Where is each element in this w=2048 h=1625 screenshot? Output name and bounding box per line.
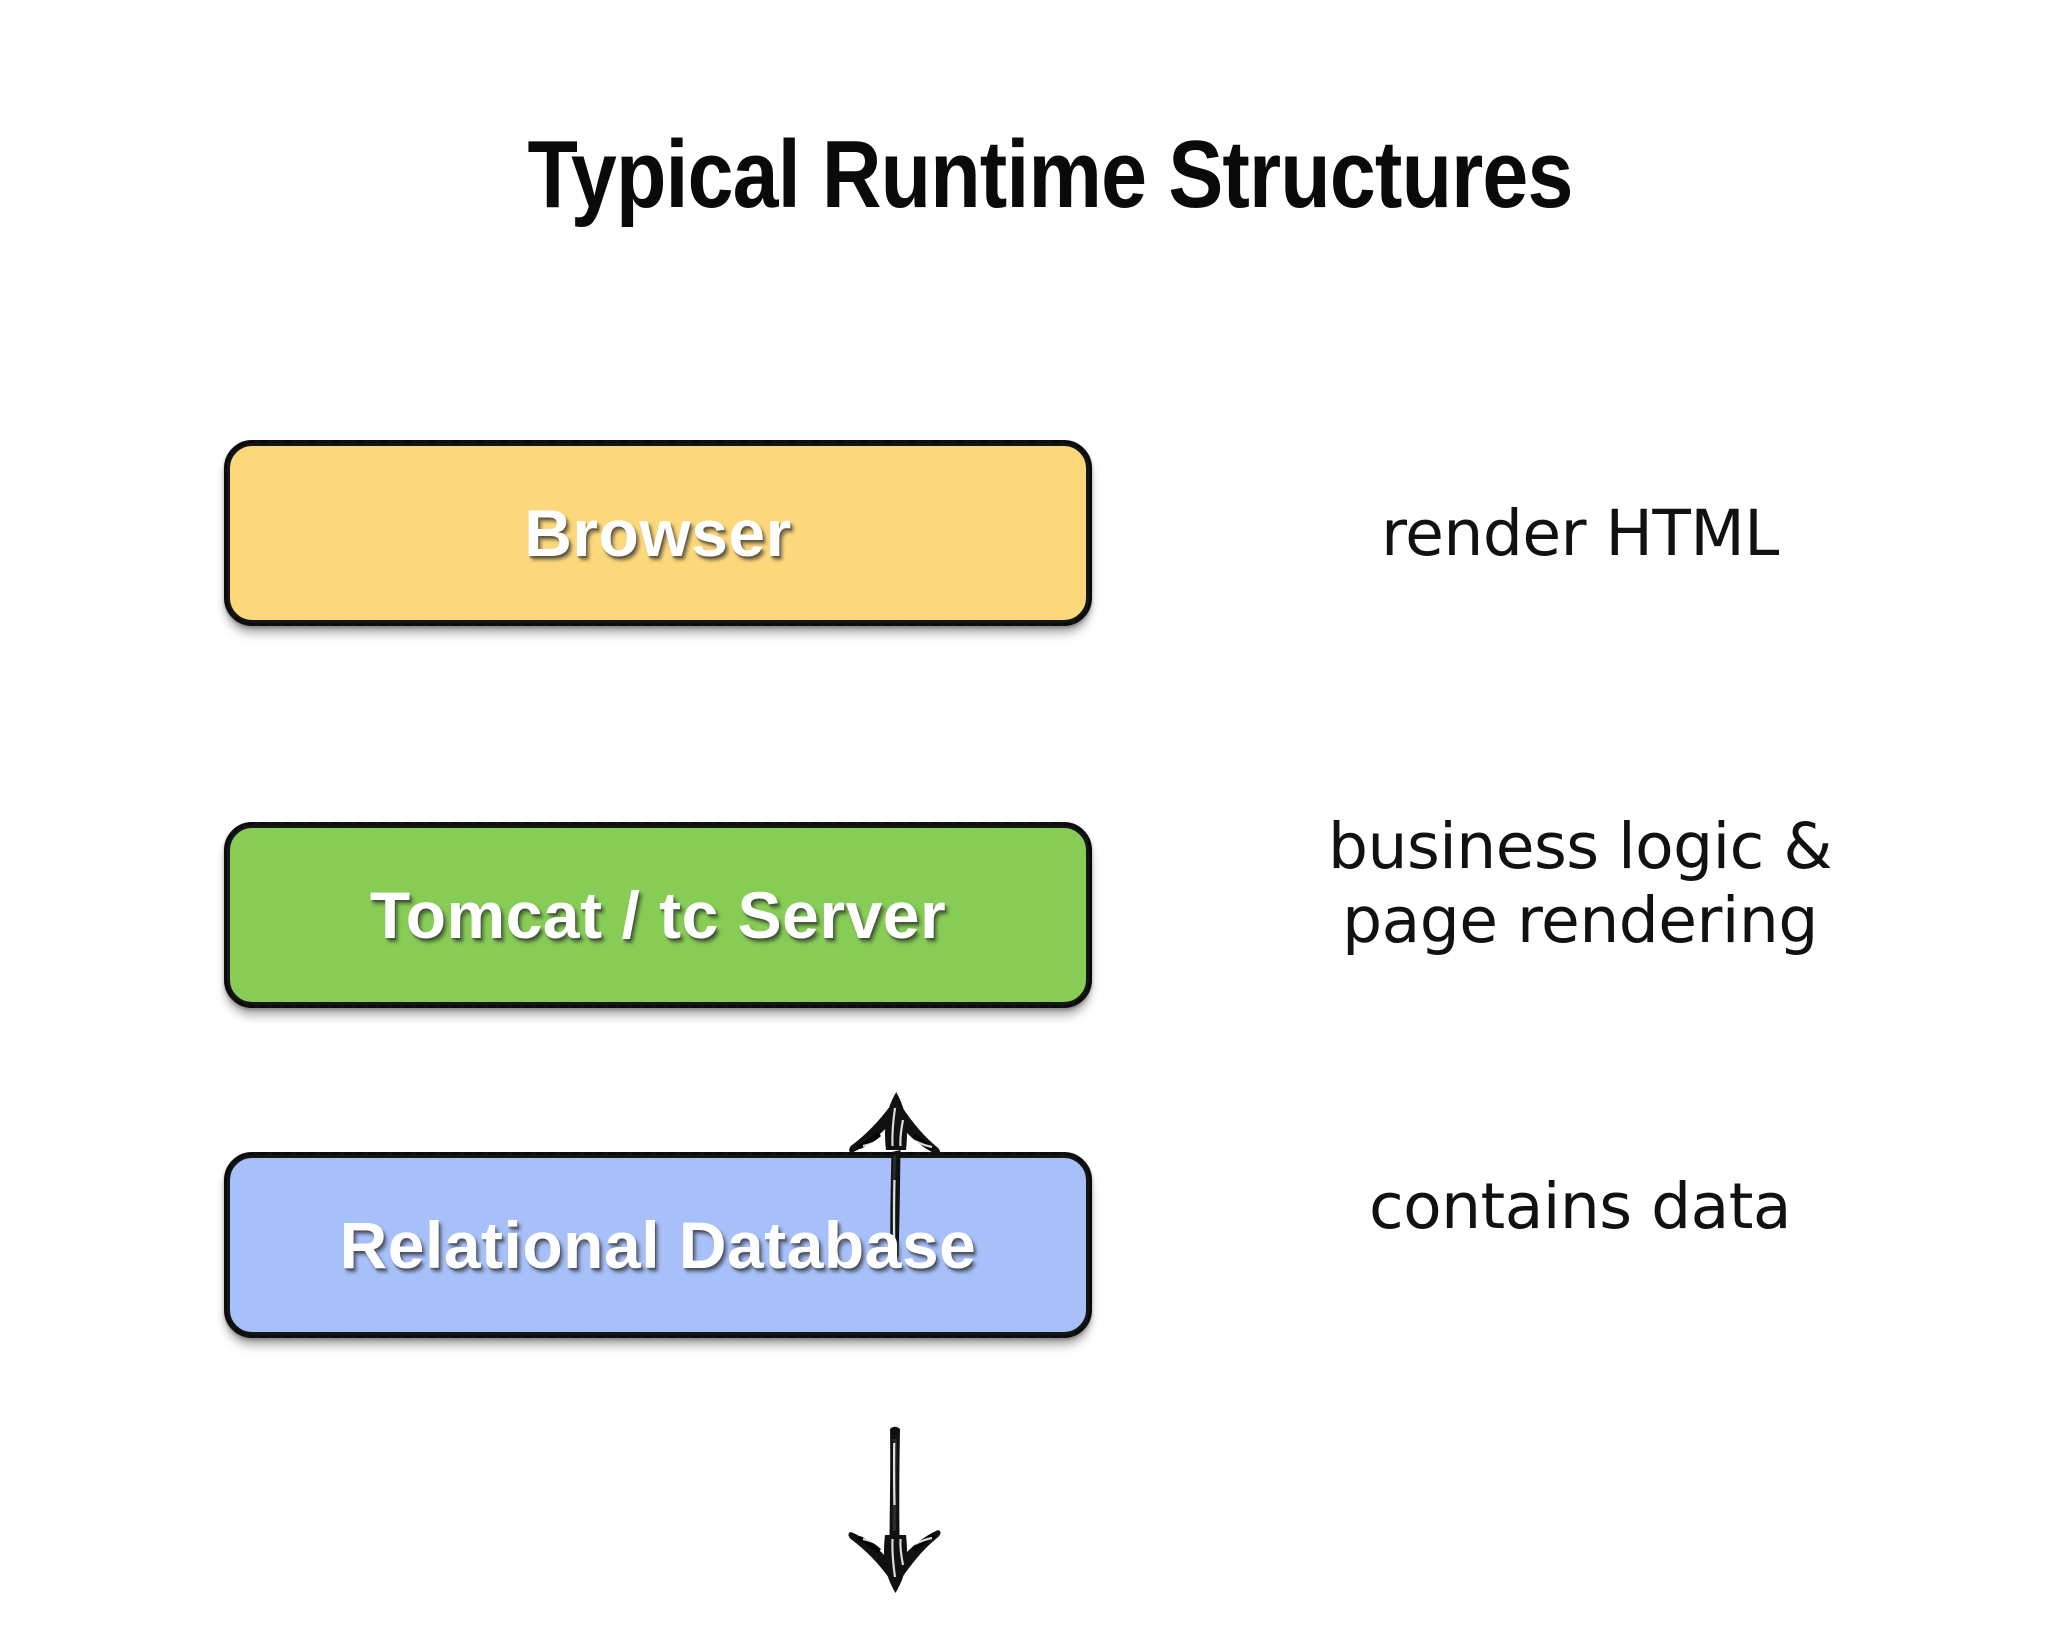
node-tomcat-label: Tomcat / tc Server [369, 878, 947, 952]
annotation-browser-line-1: render HTML [1381, 497, 1779, 570]
annotation-tomcat-line-1: business logic & [1328, 810, 1832, 883]
annotation-database-line-1: contains data [1368, 1170, 1792, 1243]
node-database-label: Relational Database [339, 1208, 977, 1282]
node-tomcat[interactable]: Tomcat / tc Server [224, 822, 1092, 1008]
runtime-stack: Browser Tomcat / tc Server Relational Da… [224, 440, 1100, 1593]
slide-canvas: Typical Runtime Structures Browser Tomca… [0, 0, 2048, 1536]
page-title: Typical Runtime Structures [527, 121, 1573, 228]
annotation-browser: render HTML [1270, 497, 1890, 571]
arrow-down-icon [820, 1425, 970, 1625]
annotation-tomcat: business logic & page rendering [1270, 810, 1890, 957]
node-browser[interactable]: Browser [224, 440, 1092, 626]
annotation-tomcat-line-2: page rendering [1342, 883, 1818, 957]
node-database[interactable]: Relational Database [224, 1152, 1092, 1338]
arrow-up-icon [820, 1060, 970, 1260]
node-browser-label: Browser [524, 496, 792, 570]
annotation-column: render HTML business logic & page render… [1270, 440, 1890, 1350]
annotation-database: contains data [1270, 1170, 1890, 1244]
